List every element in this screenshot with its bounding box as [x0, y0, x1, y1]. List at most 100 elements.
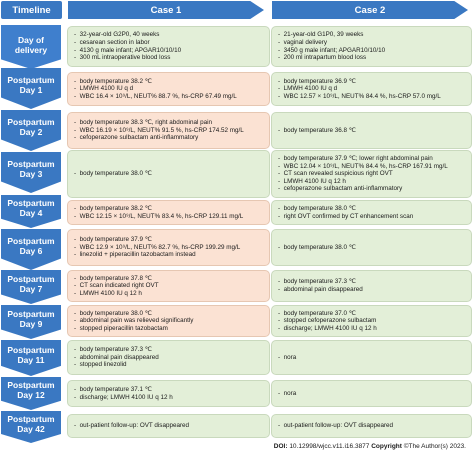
header-timeline: Timeline — [1, 1, 62, 19]
timeline-step-label: Postpartum — [7, 236, 55, 246]
event-line: out-patient follow-up: OVT disappeared — [74, 422, 263, 430]
case-2-event-box: body temperature 38.0 ℃right OVT confirm… — [271, 200, 472, 225]
case-1-event-box: body temperature 38.0 ℃ — [67, 150, 270, 198]
event-line: body temperature 38.0 ℃ — [74, 170, 263, 178]
timeline-step-label: Day 11 — [17, 354, 45, 365]
event-line: 200 ml intrapartum blood loss — [278, 54, 465, 62]
case-1-event-box: 32-year-old G2P0, 40 weekscesarean secti… — [67, 26, 270, 67]
case-2-event-box: body temperature 36.9 ℃LMWH 4100 IU q dW… — [271, 72, 472, 106]
event-line: WBC 16.19 × 10⁹/L, NEUT% 91.5 %, hs-CRP … — [74, 127, 263, 135]
event-line: body temperature 38.2 ℃ — [74, 78, 263, 86]
event-line: LMWH 4100 IU q d — [74, 85, 263, 93]
case-1-event-box: body temperature 37.3 ℃abdominal pain di… — [67, 340, 270, 375]
timeline-step-label: Postpartum — [7, 198, 55, 208]
timeline-step-label: Postpartum — [7, 159, 55, 169]
case-1-event-box: body temperature 38.3 ℃, right abdominal… — [67, 112, 270, 149]
timeline-step-label: Day 2 — [19, 127, 43, 137]
event-line: stopped linezolid — [74, 361, 263, 369]
event-line: discharge; LMWH 4100 IU q 12 h — [74, 394, 263, 402]
copyright-label: Copyright — [371, 443, 402, 450]
timeline-step-label: Day 3 — [19, 169, 43, 179]
timeline-step-label: Day 42 — [17, 423, 45, 434]
case-1-event-box: body temperature 38.2 ℃WBC 12.15 × 10⁹/L… — [67, 200, 270, 225]
event-line: body temperature 38.0 ℃ — [278, 205, 465, 213]
case-2-event-box: body temperature 37.0 ℃stopped cefoperaz… — [271, 305, 472, 337]
timeline-step-label: Day of delivery — [14, 34, 48, 55]
event-line: WBC 12.15 × 10⁹/L, NEUT% 83.4 %, hs-CRP … — [74, 213, 263, 221]
event-line: cefoperazone sulbactam anti-inflammatory — [74, 134, 263, 142]
event-line: abdominal pain disappeared — [278, 286, 465, 294]
event-line: body temperature 37.9 ℃; lower right abd… — [278, 155, 465, 163]
case-1-event-box: out-patient follow-up: OVT disappeared — [67, 414, 270, 438]
header-case-1: Case 1 — [68, 1, 264, 19]
event-line: body temperature 37.3 ℃ — [74, 346, 263, 354]
event-line: 3450 g male infant; APGAR10/10/10 — [278, 47, 465, 55]
doi-value: 10.12998/wjcc.v11.i16.3877 — [289, 443, 370, 450]
timeline-step-label: Postpartum — [7, 273, 55, 284]
timeline-step-label: Day 9 — [19, 318, 43, 329]
event-line: linezolid + piperacillin tazobactam inst… — [74, 251, 263, 259]
timeline-step-label: Postpartum — [7, 117, 55, 127]
timeline-step-label: Postpartum — [7, 344, 55, 355]
event-line: 21-year-old G1P0, 39 weeks — [278, 31, 465, 39]
case-1-event-box: body temperature 38.2 ℃LMWH 4100 IU q dW… — [67, 72, 270, 106]
case-2-event-box: body temperature 38.0 ℃ — [271, 229, 472, 266]
case-1-event-box: body temperature 37.8 ℃CT scan indicated… — [67, 270, 270, 302]
case-2-event-box: body temperature 37.3 ℃abdominal pain di… — [271, 270, 472, 302]
case-2-event-box: out-patient follow-up: OVT disappeared — [271, 414, 472, 438]
event-line: 300 mL intraoperative blood loss — [74, 54, 263, 62]
event-line: body temperature 36.8 ℃ — [278, 127, 465, 135]
case-2-event-box: nora — [271, 380, 472, 407]
event-line: body temperature 38.0 ℃ — [74, 310, 263, 318]
case-1-event-box: body temperature 38.0 ℃abdominal pain wa… — [67, 305, 270, 337]
header-case-2: Case 2 — [272, 1, 468, 19]
event-line: body temperature 38.2 ℃ — [74, 205, 263, 213]
event-line: LMWH 4100 IU q 12 h — [278, 178, 465, 186]
event-line: CT scan indicated right OVT — [74, 282, 263, 290]
timeline-step-label: Day 1 — [19, 85, 43, 95]
doi-credit: DOI: 10.12998/wjcc.v11.i16.3877 Copyrigh… — [274, 443, 466, 450]
event-line: 32-year-old G2P0, 40 weeks — [74, 31, 263, 39]
event-line: nora — [278, 354, 465, 362]
case-2-event-box: body temperature 37.9 ℃; lower right abd… — [271, 150, 472, 198]
event-line: body temperature 37.8 ℃ — [74, 275, 263, 283]
timeline-step-label: Day 12 — [17, 390, 45, 400]
copyright-value: ©The Author(s) 2023. — [403, 443, 466, 450]
doi-label: DOI: — [273, 443, 288, 450]
timeline-step-label: Postpartum — [7, 75, 55, 85]
event-line: CT scan revealed suspicious right OVT — [278, 170, 465, 178]
case-2-event-box: nora — [271, 340, 472, 375]
event-line: WBC 16.4 × 10⁹/L, NEUT% 88.7 %, hs-CRP 6… — [74, 93, 263, 101]
case-1-event-box: body temperature 37.1 ℃discharge; LMWH 4… — [67, 380, 270, 407]
timeline-step-label: Postpartum — [7, 413, 55, 424]
event-line: abdominal pain was relieved significantl… — [74, 317, 263, 325]
event-line: out-patient follow-up: OVT disappeared — [278, 422, 465, 430]
event-line: vaginal delivery — [278, 39, 465, 47]
event-line: stopped piperacillin tazobactam — [74, 325, 263, 333]
event-line: LMWH 4100 IU q d — [278, 85, 465, 93]
timeline-step-label: Postpartum — [7, 308, 55, 319]
event-line: body temperature 36.9 ℃ — [278, 78, 465, 86]
event-line: cesarean section in labor — [74, 39, 263, 47]
case-1-event-box: body temperature 37.9 ℃WBC 12.9 × 10⁹/L,… — [67, 229, 270, 266]
event-line: stopped cefoperazone sulbactam — [278, 317, 465, 325]
event-line: nora — [278, 390, 465, 398]
timeline-step-label: Day 6 — [19, 246, 43, 256]
event-line: WBC 12.04 × 10⁹/L, NEUT% 84.4 %, hs-CRP … — [278, 163, 465, 171]
event-line: body temperature 37.3 ℃ — [278, 278, 465, 286]
event-line: WBC 12.9 × 10⁹/L, NEUT% 82.7 %, hs-CRP 1… — [74, 244, 263, 252]
event-line: body temperature 38.3 ℃, right abdominal… — [74, 119, 263, 127]
event-line: 4130 g male infant; APGAR10/10/10 — [74, 47, 263, 55]
event-line: WBC 12.57 × 10⁹/L, NEUT% 84.4 %, hs-CRP … — [278, 93, 465, 101]
timeline-step-label: Day 4 — [19, 208, 43, 218]
